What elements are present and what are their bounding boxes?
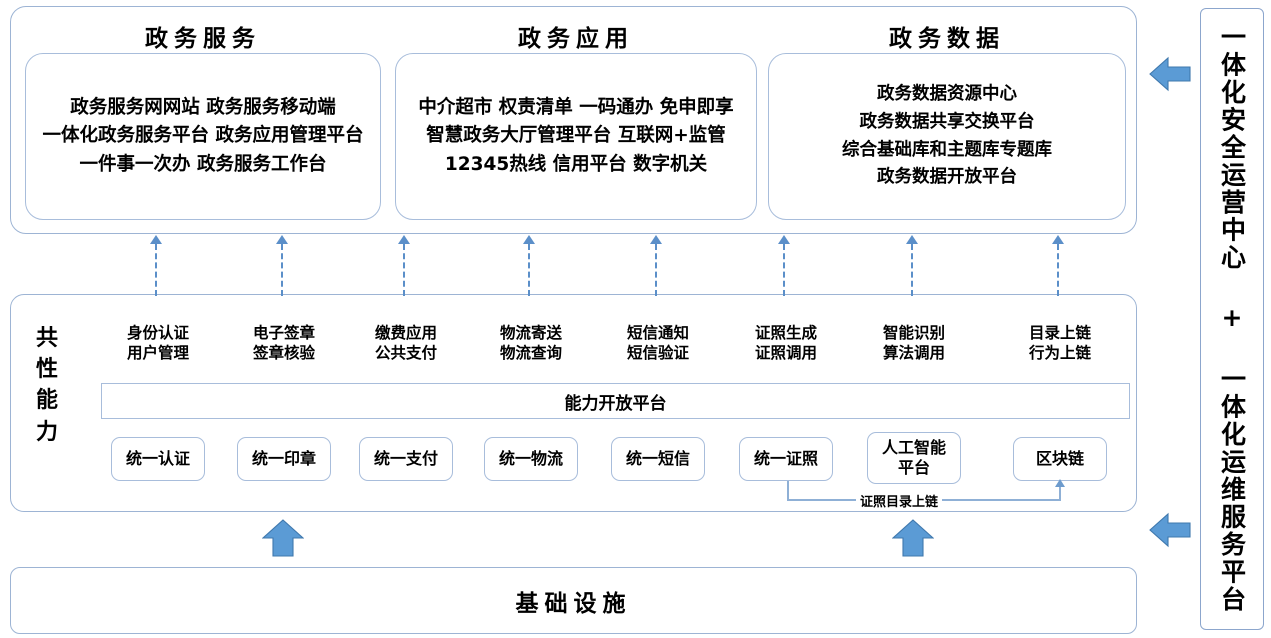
common-capability-vertical-label: 共 性 能 力 bbox=[25, 323, 69, 448]
function-label: 智能识别 bbox=[882, 324, 945, 342]
infrastructure-label: 基础设施 bbox=[515, 590, 632, 617]
section-government-service: 政务服务 政务服务网网站 政务服务移动端 一体化政务服务平台 政务应用管理平台 … bbox=[25, 9, 381, 233]
capability-functions-3: 缴费应用 公共支付 bbox=[356, 323, 456, 364]
top-layer-frame: 政务服务 政务服务网网站 政务服务移动端 一体化政务服务平台 政务应用管理平台 … bbox=[10, 6, 1137, 234]
function-label: 签章核验 bbox=[252, 344, 315, 363]
section-item: 政务数据开放平台 bbox=[877, 167, 1017, 188]
capability-functions-5: 短信通知 短信验证 bbox=[608, 323, 708, 364]
section-item: 一体化政务服务平台 政务应用管理平台 bbox=[42, 125, 364, 147]
function-label: 证照生成 bbox=[754, 324, 817, 342]
dashed-arrow-head-5 bbox=[650, 235, 662, 244]
section-title-government-application: 政务应用 bbox=[518, 26, 634, 52]
dashed-arrow-line-1 bbox=[155, 244, 157, 296]
section-title-government-service: 政务服务 bbox=[145, 26, 261, 52]
capability-box-unified-auth[interactable]: 统一认证 bbox=[111, 437, 205, 481]
dashed-arrow-line-4 bbox=[528, 244, 530, 296]
dashed-arrow-line-3 bbox=[403, 244, 405, 296]
vlabel-char: 力 bbox=[35, 419, 58, 445]
dashed-arrow-head-2 bbox=[276, 235, 288, 244]
function-label: 证照调用 bbox=[754, 344, 817, 363]
section-item: 政务数据共享交换平台 bbox=[859, 111, 1035, 132]
capability-box-ai-platform[interactable]: 人工智能 平台 bbox=[867, 432, 961, 484]
connector-arrow-head-blockchain bbox=[1055, 479, 1065, 487]
function-label: 目录上链 bbox=[1028, 324, 1091, 342]
section-item: 智慧政务大厅管理平台 互联网+监管 bbox=[426, 125, 726, 147]
capability-box-unified-certificate[interactable]: 统一证照 bbox=[739, 437, 833, 481]
vlabel-char: 能 bbox=[35, 388, 58, 414]
capability-functions-6: 证照生成 证照调用 bbox=[736, 323, 836, 364]
upward-block-arrow-left bbox=[261, 518, 305, 558]
section-government-data: 政务数据 政务数据资源中心 政务数据共享交换平台 综合基础库和主题库专题库 政务… bbox=[768, 9, 1126, 233]
dashed-arrow-line-5 bbox=[655, 244, 657, 296]
section-body-government-data: 政务数据资源中心 政务数据共享交换平台 综合基础库和主题库专题库 政务数据开放平… bbox=[768, 53, 1126, 220]
function-label: 短信通知 bbox=[626, 324, 689, 342]
vlabel-char: 性 bbox=[35, 357, 58, 383]
function-label: 电子签章 bbox=[252, 324, 315, 342]
function-label: 算法调用 bbox=[882, 344, 945, 363]
right-sidebar-label: 一体化安全运营中心 + 一体化运维服务平台 bbox=[1217, 24, 1247, 614]
dashed-arrow-head-6 bbox=[778, 235, 790, 244]
common-capability-layer-frame: 共 性 能 力 身份认证 用户管理 电子签章 签章核验 缴费应用 公共支付 物流… bbox=[10, 294, 1137, 512]
section-item: 综合基础库和主题库专题库 bbox=[842, 139, 1052, 160]
right-sidebar-frame: 一体化安全运营中心 + 一体化运维服务平台 bbox=[1200, 8, 1264, 630]
dashed-arrow-line-8 bbox=[1057, 244, 1059, 296]
function-label: 短信验证 bbox=[626, 344, 689, 363]
function-label: 身份认证 bbox=[126, 324, 189, 342]
dashed-arrow-head-7 bbox=[906, 235, 918, 244]
section-body-government-application: 中介超市 权责清单 一码通办 免申即享 智慧政务大厅管理平台 互联网+监管 12… bbox=[395, 53, 757, 220]
capability-box-blockchain[interactable]: 区块链 bbox=[1013, 437, 1107, 481]
function-label: 物流查询 bbox=[499, 344, 562, 363]
section-item: 政务服务网网站 政务服务移动端 bbox=[70, 97, 336, 119]
capability-box-unified-logistics[interactable]: 统一物流 bbox=[484, 437, 578, 481]
dashed-arrow-head-4 bbox=[523, 235, 535, 244]
section-item: 一件事一次办 政务服务工作台 bbox=[79, 153, 327, 175]
left-block-arrow-top bbox=[1148, 56, 1192, 92]
function-label: 公共支付 bbox=[374, 344, 437, 363]
dashed-arrow-line-2 bbox=[281, 244, 283, 296]
connector-vertical-to-blockchain bbox=[1059, 487, 1061, 501]
dashed-arrow-head-3 bbox=[398, 235, 410, 244]
capability-open-platform-label: 能力开放平台 bbox=[558, 388, 673, 414]
capability-functions-4: 物流寄送 物流查询 bbox=[481, 323, 581, 364]
section-title-government-data: 政务数据 bbox=[889, 26, 1005, 52]
right-sidebar-label-wrapper: 一体化安全运营中心 + 一体化运维服务平台 bbox=[1201, 9, 1263, 629]
dashed-arrow-line-7 bbox=[911, 244, 913, 296]
function-label: 物流寄送 bbox=[499, 324, 562, 342]
dashed-arrow-head-1 bbox=[150, 235, 162, 244]
main-architecture-column: 政务服务 政务服务网网站 政务服务移动端 一体化政务服务平台 政务应用管理平台 … bbox=[4, 4, 1141, 634]
function-label: 缴费应用 bbox=[374, 324, 437, 342]
capability-open-platform-bar: 能力开放平台 bbox=[101, 383, 1130, 419]
connector-label-certificate-directory-on-chain: 证照目录上链 bbox=[856, 491, 943, 510]
capability-functions-8: 目录上链 行为上链 bbox=[1010, 323, 1110, 364]
vlabel-char: 共 bbox=[35, 326, 58, 351]
section-item: 中介超市 权责清单 一码通办 免申即享 bbox=[418, 97, 734, 119]
section-government-application: 政务应用 中介超市 权责清单 一码通办 免申即享 智慧政务大厅管理平台 互联网+… bbox=[395, 9, 757, 233]
left-block-arrow-bottom bbox=[1148, 512, 1192, 548]
capability-functions-7: 智能识别 算法调用 bbox=[864, 323, 964, 364]
upward-block-arrow-right bbox=[891, 518, 935, 558]
capability-box-unified-sms[interactable]: 统一短信 bbox=[611, 437, 705, 481]
capability-box-unified-seal[interactable]: 统一印章 bbox=[237, 437, 331, 481]
infrastructure-bar: 基础设施 bbox=[10, 567, 1137, 634]
section-body-government-service: 政务服务网网站 政务服务移动端 一体化政务服务平台 政务应用管理平台 一件事一次… bbox=[25, 53, 381, 220]
dashed-arrow-head-8 bbox=[1052, 235, 1064, 244]
function-label: 行为上链 bbox=[1028, 344, 1091, 363]
section-item: 政务数据资源中心 bbox=[877, 84, 1017, 105]
capability-functions-2: 电子签章 签章核验 bbox=[234, 323, 334, 364]
dashed-arrow-line-6 bbox=[783, 244, 785, 296]
capability-box-unified-payment[interactable]: 统一支付 bbox=[359, 437, 453, 481]
connector-vertical-from-certificate bbox=[787, 481, 789, 501]
section-item: 12345热线 信用平台 数字机关 bbox=[444, 153, 708, 175]
function-label: 用户管理 bbox=[126, 344, 189, 363]
capability-functions-1: 身份认证 用户管理 bbox=[108, 323, 208, 364]
